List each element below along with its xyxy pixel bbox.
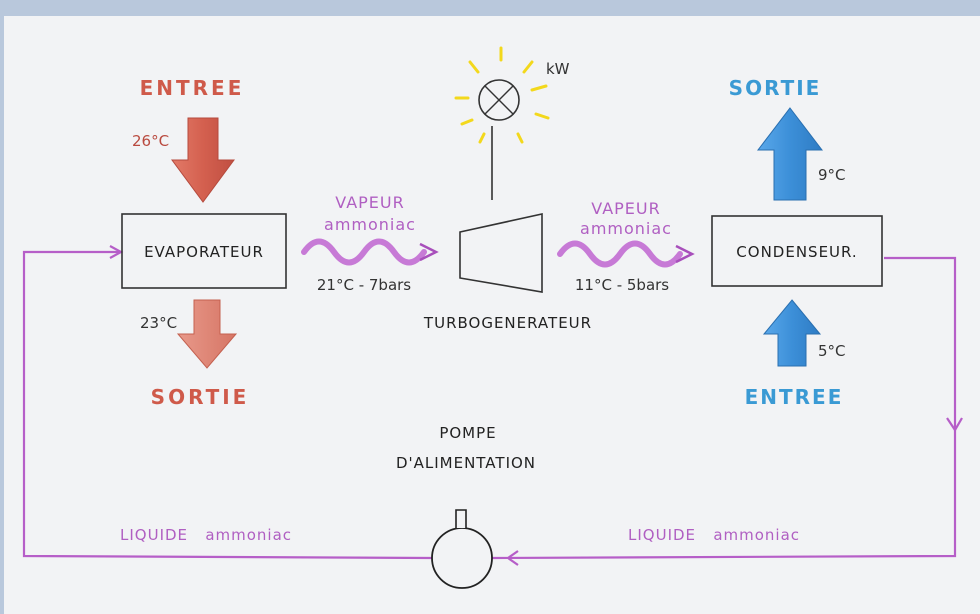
vapour-out: VAPEUR ammoniac 11°C - 5bars (557, 199, 695, 294)
ray-8 (478, 132, 486, 144)
condenser-inlet-label: ENTREE (745, 385, 844, 409)
ray-2 (522, 60, 534, 74)
evaporator-label: EVAPORATEUR (144, 243, 264, 261)
evaporator: EVAPORATEUR ENTREE 26°C 23°C SORTIE (121, 76, 287, 409)
vapour-in-line1: VAPEUR (335, 193, 404, 212)
vapour-in-conditions: 21°C - 7bars (317, 276, 411, 294)
condenser-outlet-arrow (756, 107, 824, 201)
condenser-outlet-temp: 9°C (818, 166, 846, 184)
ammonia-loop (22, 245, 963, 566)
vapour-in-line2: ammoniac (324, 215, 416, 234)
loop-left-line (22, 250, 433, 560)
liquid-right-label: LIQUIDE ammoniac (628, 526, 800, 544)
liquid-left-label: LIQUIDE ammoniac (120, 526, 292, 544)
condenser-inlet-arrow (762, 299, 822, 367)
evaporator-box (121, 213, 287, 289)
turbine-shape (459, 213, 543, 293)
evaporator-outlet-temp: 23°C (140, 314, 177, 332)
condenser-label: CONDENSEUR. (736, 243, 857, 261)
ray-9 (516, 132, 524, 144)
condenser-inlet-temp: 5°C (818, 342, 846, 360)
power-unit: kW (546, 60, 570, 78)
evaporator-inlet-temp: 26°C (132, 132, 169, 150)
ray-7 (460, 118, 474, 126)
loop-right-line (491, 256, 957, 560)
condenser-box (711, 215, 883, 287)
loop-left-arrowhead (109, 245, 124, 259)
loop-right-down-arrowhead (946, 417, 963, 433)
lamp-rays (454, 46, 550, 144)
vapour-out-conditions: 11°C - 5bars (575, 276, 669, 294)
lamp-cross-b (484, 85, 514, 115)
pump-outlet-stub (455, 509, 467, 528)
evaporator-outlet-arrow (176, 299, 238, 369)
evaporator-inlet-label: ENTREE (140, 76, 245, 100)
vapour-in-arrowhead (419, 242, 439, 262)
pump-label-line2: D'ALIMENTATION (396, 454, 536, 472)
ray-6 (534, 112, 550, 120)
condenser: CONDENSEUR. SORTIE 9°C 5°C ENTREE (711, 76, 883, 409)
vapour-in: VAPEUR ammoniac 21°C - 7bars (301, 193, 439, 294)
vapour-out-arrowhead (675, 244, 695, 264)
vapour-out-line1: VAPEUR (591, 199, 660, 218)
vapour-in-wave (301, 238, 427, 266)
vapour-out-line2: ammoniac (580, 219, 672, 238)
feed-pump: POMPE D'ALIMENTATION (396, 424, 536, 589)
loop-right-left-arrowhead (506, 550, 519, 566)
turbine-label: TURBOGENERATEUR (423, 314, 592, 332)
paper-sheet (4, 16, 980, 614)
turbogenerator: TURBOGENERATEUR kW (423, 46, 592, 332)
ray-3 (468, 60, 480, 74)
lamp-icon (478, 79, 520, 121)
condenser-outlet-label: SORTIE (729, 76, 822, 100)
ray-5 (530, 84, 548, 92)
pump-icon (431, 527, 493, 589)
vapour-out-wave (557, 240, 683, 268)
evaporator-outlet-label: SORTIE (151, 385, 250, 409)
evaporator-inlet-arrow (171, 117, 235, 203)
pump-label-line1: POMPE (439, 424, 496, 442)
